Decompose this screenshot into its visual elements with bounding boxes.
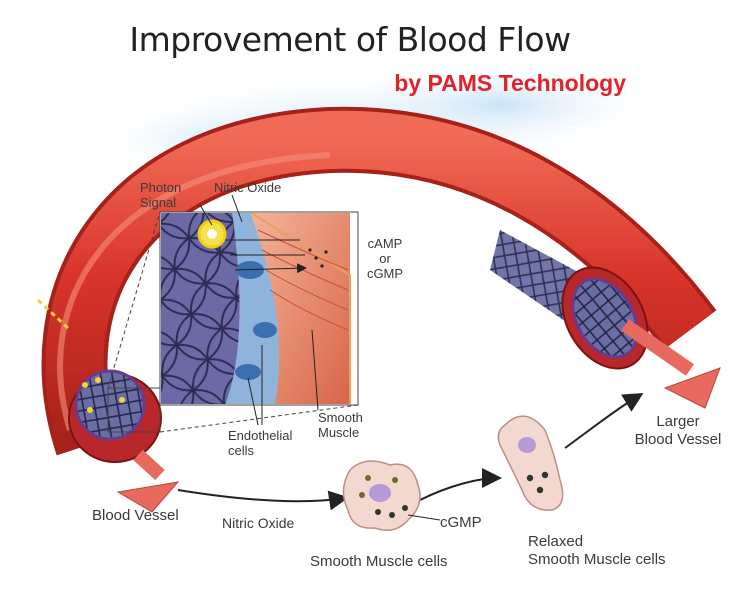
photon-signal-label: Photon Signal — [140, 180, 182, 210]
blood-vessel-label: Blood Vessel — [92, 507, 179, 524]
larger-blood-vessel-label: Larger Blood Vessel — [634, 413, 722, 448]
magnified-inset — [159, 194, 359, 426]
relaxed-smooth-muscle-cells-label: Relaxed Smooth Muscle cells — [528, 533, 666, 568]
cgmp-label: cGMP — [440, 514, 482, 531]
blood-vessel-arch — [36, 106, 717, 456]
endothelial-cells-label: Endothelial cells — [228, 428, 293, 458]
page-subtitle: by PAMS Technology — [394, 70, 626, 96]
left-vessel-section — [68, 211, 359, 463]
nitric-oxide-bottom-label: Nitric Oxide — [222, 515, 295, 531]
smooth-muscle-cells-label: Smooth Muscle cells — [310, 553, 448, 570]
smooth-muscle-label: Smooth Muscle — [318, 410, 363, 440]
right-flow-arrow — [621, 319, 721, 409]
camp-cgmp-label: cAMP or cGMP — [366, 236, 404, 281]
left-flow-arrow — [116, 449, 180, 513]
page-title: Improvement of Blood Flow — [129, 20, 571, 59]
nitric-oxide-top-label: Nitric Oxide — [214, 180, 282, 195]
pathway-arrows — [177, 392, 644, 511]
relaxed-smooth-muscle-cell — [497, 415, 564, 511]
right-vessel-section — [490, 230, 649, 370]
smooth-muscle-cell — [342, 460, 441, 531]
